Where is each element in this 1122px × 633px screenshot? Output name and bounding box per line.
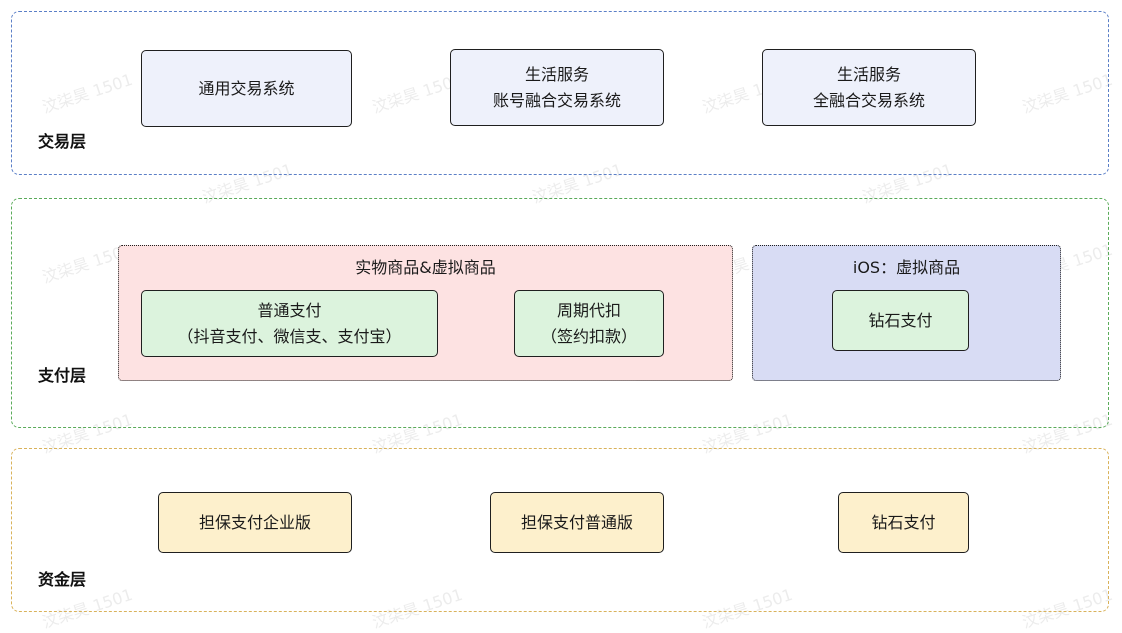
node-account-fusion-trade-system[interactable]: 生活服务 账号融合交易系统 xyxy=(450,49,664,126)
node-full-fusion-trade-system[interactable]: 生活服务 全融合交易系统 xyxy=(762,49,976,126)
node-line: 生活服务 xyxy=(524,64,589,84)
node-periodic-deduction[interactable]: 周期代扣 （签约扣款） xyxy=(514,290,664,357)
node-line: 担保支付企业版 xyxy=(198,512,311,532)
node-line: 通用交易系统 xyxy=(198,78,295,98)
node-line: 钻石支付 xyxy=(871,512,936,532)
trade-layer-frame xyxy=(11,11,1109,175)
node-guarantee-payment-standard[interactable]: 担保支付普通版 xyxy=(490,492,664,553)
group-title: 实物商品&虚拟商品 xyxy=(355,258,496,277)
node-line: 周期代扣 xyxy=(556,300,621,320)
node-line: （签约扣款） xyxy=(540,326,637,346)
group-title: iOS：虚拟商品 xyxy=(852,258,961,277)
node-normal-payment[interactable]: 普通支付 （抖音支付、微信支、支付宝） xyxy=(141,290,438,357)
node-general-trade-system[interactable]: 通用交易系统 xyxy=(141,50,352,127)
node-line: 全融合交易系统 xyxy=(812,90,925,110)
pay-layer-frame xyxy=(11,198,1109,428)
node-guarantee-payment-enterprise[interactable]: 担保支付企业版 xyxy=(158,492,352,553)
node-line: （抖音支付、微信支、支付宝） xyxy=(177,326,402,346)
fund-layer-frame xyxy=(11,448,1109,612)
fund-layer-label: 资金层 xyxy=(38,570,87,589)
pay-layer-label: 支付层 xyxy=(38,366,87,385)
trade-layer-label: 交易层 xyxy=(38,132,87,151)
node-line: 普通支付 xyxy=(257,300,322,320)
node-diamond-payment-ios[interactable]: 钻石支付 xyxy=(832,290,969,351)
node-line: 账号融合交易系统 xyxy=(492,90,621,110)
node-line: 生活服务 xyxy=(836,64,901,84)
node-diamond-payment-fund[interactable]: 钻石支付 xyxy=(838,492,969,553)
node-line: 钻石支付 xyxy=(868,310,933,330)
node-line: 担保支付普通版 xyxy=(520,512,633,532)
